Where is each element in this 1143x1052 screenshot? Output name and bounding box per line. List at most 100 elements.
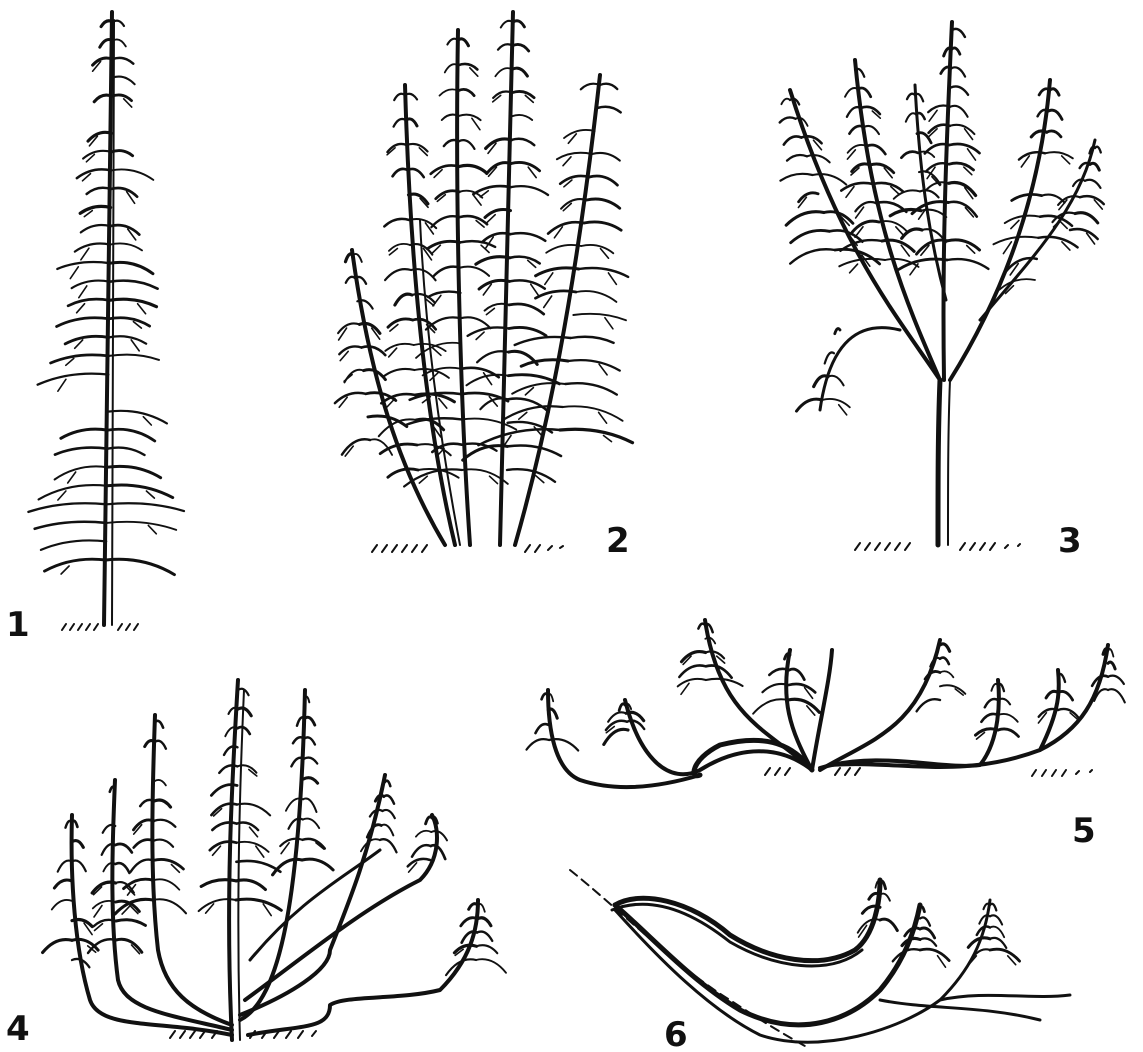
figure-2-multi-stem-shrub: 2 <box>335 12 633 561</box>
twig <box>599 412 607 423</box>
branch <box>753 699 788 713</box>
branch <box>788 699 819 712</box>
branch <box>389 244 410 251</box>
branch <box>880 919 897 930</box>
branch <box>108 411 167 424</box>
branch <box>894 190 920 198</box>
branch <box>427 241 460 249</box>
figure-4-ground <box>170 1031 316 1038</box>
branch <box>367 825 381 838</box>
branch <box>990 904 996 911</box>
branch <box>1108 689 1125 702</box>
branch <box>870 164 894 173</box>
branch <box>486 139 512 148</box>
branch <box>459 89 475 95</box>
branch <box>852 221 879 232</box>
branch <box>434 267 461 277</box>
branch <box>510 257 540 264</box>
figure-5-stems <box>548 620 1108 787</box>
branch <box>573 314 626 321</box>
figure-5-prostrate-tree: 5 <box>527 620 1125 851</box>
branch <box>412 845 431 857</box>
branch <box>990 927 1004 938</box>
branch <box>600 84 617 89</box>
figure-1-ground <box>62 624 138 630</box>
branch <box>478 918 491 926</box>
twig <box>525 388 533 395</box>
branch <box>906 113 916 121</box>
branch <box>304 737 315 744</box>
branch <box>461 317 491 328</box>
twig <box>850 264 858 273</box>
branch <box>828 376 844 386</box>
branch <box>1085 180 1101 188</box>
branch <box>1108 649 1113 657</box>
branch <box>109 336 146 343</box>
branch <box>510 280 545 288</box>
branch <box>893 949 920 961</box>
branch <box>236 899 281 910</box>
twig <box>605 318 613 329</box>
branch <box>302 859 333 870</box>
branch <box>342 439 370 454</box>
branch <box>509 327 546 335</box>
branch <box>459 115 481 121</box>
branch <box>110 243 142 250</box>
branch <box>35 522 107 529</box>
branch <box>873 183 903 191</box>
branch <box>947 240 979 250</box>
twig <box>1011 220 1019 228</box>
twig <box>929 110 937 121</box>
twig <box>839 405 847 415</box>
twig <box>389 348 397 357</box>
branch <box>109 299 156 307</box>
branch <box>303 819 319 829</box>
twig <box>131 340 139 351</box>
branch <box>154 840 173 847</box>
branch <box>81 225 111 232</box>
figure-1-single-stem-tree: 1 <box>6 12 184 645</box>
branch <box>951 86 968 94</box>
twig <box>531 284 539 296</box>
branch <box>813 174 847 185</box>
branch <box>238 708 251 716</box>
figure-6-branches <box>858 881 1020 967</box>
branch <box>43 940 72 953</box>
branch <box>460 216 488 224</box>
branch <box>384 795 394 803</box>
branch <box>949 163 973 170</box>
branch <box>789 684 816 692</box>
branch <box>587 199 620 208</box>
branch <box>1080 196 1104 204</box>
branch <box>950 125 975 134</box>
branch <box>1108 662 1115 669</box>
branch <box>460 267 489 276</box>
twig <box>681 683 689 694</box>
branch <box>998 729 1019 737</box>
branch <box>106 559 174 574</box>
branch <box>345 370 364 383</box>
branch <box>236 880 265 890</box>
branch <box>394 119 406 127</box>
branch <box>51 355 109 363</box>
branch <box>52 900 72 910</box>
branch <box>236 861 280 872</box>
branch <box>950 144 980 153</box>
branch <box>116 920 145 926</box>
branch <box>304 758 317 764</box>
branch <box>679 665 706 677</box>
branch <box>476 257 510 265</box>
branch <box>210 842 237 851</box>
branch <box>113 58 134 64</box>
branch <box>88 132 112 141</box>
branch <box>507 445 561 456</box>
branch <box>999 279 1035 290</box>
branch <box>1058 709 1078 717</box>
branch <box>1012 194 1042 200</box>
branch <box>947 259 988 269</box>
branch <box>459 165 487 173</box>
branch <box>131 860 154 872</box>
branch <box>431 831 447 840</box>
